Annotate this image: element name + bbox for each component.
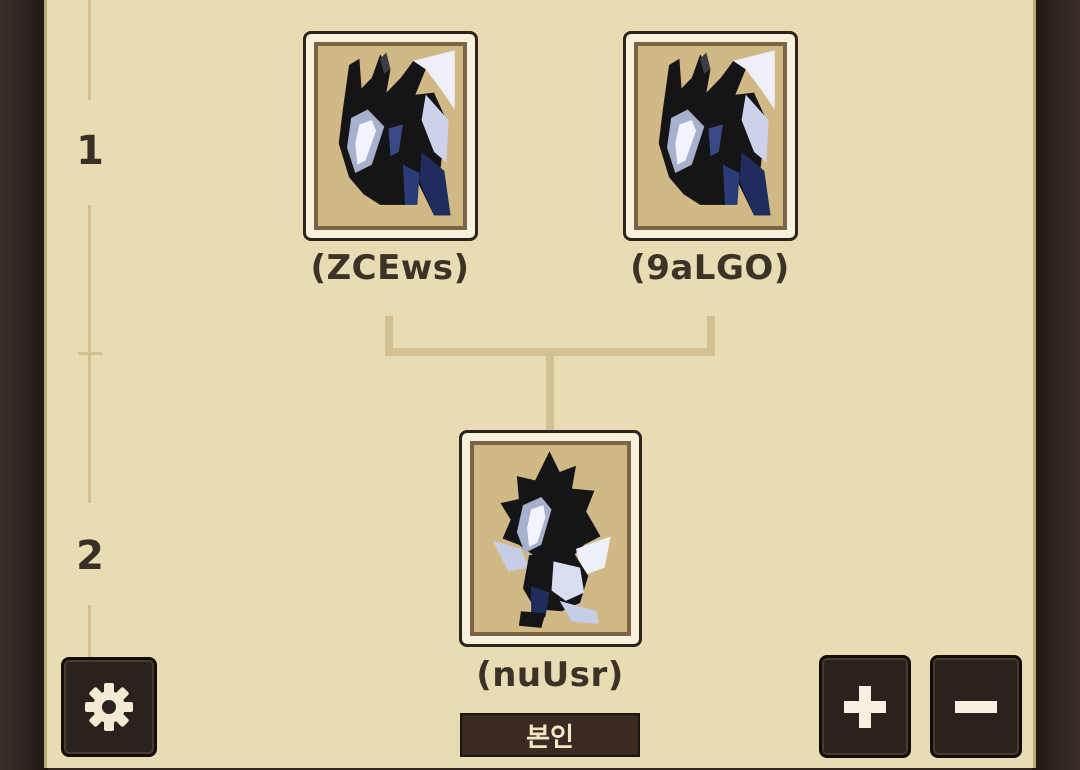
tree-connector (546, 348, 554, 432)
parent-name-1: (ZCEws) (310, 248, 470, 288)
left-frame (0, 0, 48, 770)
generation-ruler (88, 605, 91, 665)
dark-dragon-head-sprite (338, 50, 455, 216)
minus-icon (955, 700, 997, 713)
plus-icon (844, 685, 886, 728)
family-tree-panel (44, 0, 1036, 768)
tree-connector (707, 316, 715, 356)
generation-label-1: 1 (76, 128, 104, 174)
parent-name-2: (9aLGO) (630, 248, 790, 288)
parent-card-2[interactable] (623, 31, 798, 241)
child-name: (nuUsr) (476, 655, 624, 695)
tree-connector (385, 316, 393, 356)
child-card[interactable] (459, 430, 642, 647)
dark-dragon-head-sprite (658, 50, 775, 216)
zoom-out-button[interactable] (930, 655, 1022, 758)
dark-dragon-hatchling-sprite (492, 451, 611, 628)
generation-ruler (88, 0, 91, 100)
gear-icon (85, 683, 133, 731)
right-frame (1032, 0, 1080, 770)
settings-button[interactable] (61, 657, 157, 757)
zoom-in-button[interactable] (819, 655, 911, 758)
generation-divider (78, 352, 102, 355)
parent-card-1[interactable] (303, 31, 478, 241)
self-badge: 본인 (460, 713, 640, 757)
generation-label-2: 2 (76, 533, 104, 579)
